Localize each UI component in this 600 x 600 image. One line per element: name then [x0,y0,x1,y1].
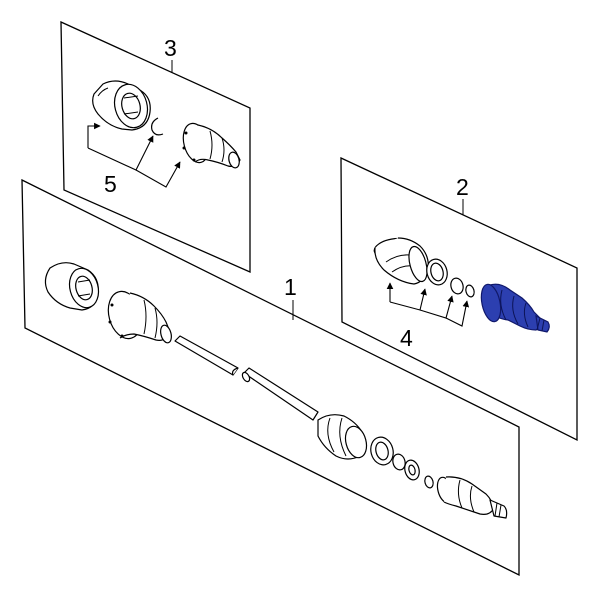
panel-1: 1 [21,178,520,577]
callout-5: 5 [104,171,117,197]
snap-ring-icon [151,117,164,136]
boot-clamp-small-icon [450,277,475,298]
callout-4: 4 [400,325,413,351]
callout-4-leaders [386,282,470,327]
callout-2: 2 [456,174,469,200]
axle-clamp-rings-icon [370,436,434,489]
cv-boot-icon [373,237,429,285]
axle-inner-boot-icon [107,290,172,344]
axle-right-cv-joint-icon [436,476,508,519]
highlighted-cv-joint-icon [480,283,550,333]
outer-cv-joint-housing-icon [92,80,151,131]
callout-1: 1 [284,274,297,300]
panel-3: 3 5 [60,20,251,273]
inner-cv-boot-icon [182,122,241,169]
callout-3: 3 [164,35,177,61]
panel-2: 2 [340,156,578,442]
callout-5-leaders [87,122,181,188]
axle-shaft-icon [174,335,319,421]
axle-right-boot-icon [317,414,368,460]
boot-clamp-large-icon [426,258,448,286]
axle-outer-housing-icon [44,262,100,311]
